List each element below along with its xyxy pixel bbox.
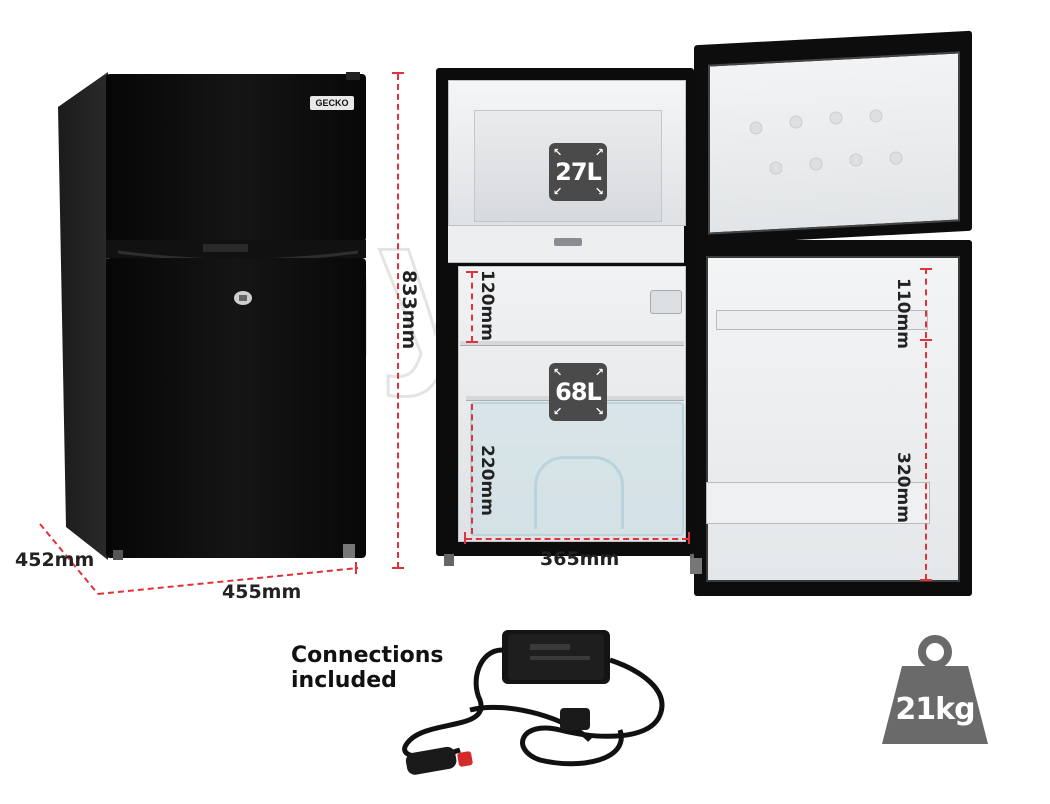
freezer-capacity-badge: ↖ ↗ ↙ ↘ 27L	[549, 143, 607, 201]
fridge-capacity-badge: ↖ ↗ ↙ ↘ 68L	[549, 363, 607, 421]
fridge-door-liner	[706, 256, 960, 582]
height-tick-bottom	[392, 567, 404, 569]
expand-icon-tr: ↗	[594, 146, 604, 159]
interior-width-label: 365mm	[540, 548, 620, 570]
door-bottom-tick-bottom	[920, 579, 932, 581]
expand-icon-tr: ↗	[594, 366, 604, 379]
expand-icon-bl: ↙	[553, 405, 562, 418]
door-bottom-label: 320mm	[893, 452, 913, 523]
interior-width-tick-right	[688, 532, 690, 544]
closed-fridge: GECKO	[58, 72, 368, 562]
fridge-capacity: 68L	[555, 378, 602, 406]
expand-icon-tl: ↖	[553, 366, 562, 379]
cabinet-foot-left	[444, 554, 454, 566]
divider-latch	[554, 238, 582, 246]
interior-width-line	[466, 538, 688, 540]
depth-line	[39, 523, 99, 595]
width-label: 455mm	[222, 581, 302, 603]
power-adapter-cables	[402, 630, 665, 775]
crisper-handle	[534, 456, 624, 529]
door-top-label: 110mm	[893, 278, 913, 349]
expand-icon-bl: ↙	[553, 185, 562, 198]
weight-label: 21kg	[895, 692, 975, 727]
height-tick-top	[392, 72, 404, 74]
depth-label: 452mm	[15, 549, 95, 571]
door-foot	[690, 558, 702, 574]
closed-fridge-graphic	[58, 72, 366, 560]
connections-text: Connections included	[291, 643, 444, 693]
door-top-tick-bottom	[920, 339, 932, 341]
freezer-shelf-label: 120mm	[477, 270, 497, 341]
freezer-capacity: 27L	[555, 158, 602, 186]
weight-icon	[882, 635, 988, 744]
freezer-shelf-line	[471, 272, 473, 342]
interior-width-tick-left	[464, 532, 466, 544]
freezer-door-dimples	[749, 109, 903, 175]
height-label: 833mm	[398, 270, 420, 350]
freezer-shelf-tick-bottom	[466, 341, 478, 343]
width-line	[97, 562, 359, 595]
door-bottom-line	[925, 342, 927, 580]
door-shelf-top	[716, 310, 928, 330]
expand-icon-br: ↘	[594, 405, 604, 418]
brand-label-text: GECKO	[315, 98, 349, 108]
light-unit	[650, 290, 682, 314]
expand-icon-br: ↘	[594, 185, 604, 198]
expand-icon-tl: ↖	[553, 146, 562, 159]
door-shelf-bottom	[706, 482, 930, 524]
crisper-line	[471, 404, 473, 534]
door-top-line	[925, 268, 927, 338]
height-line	[397, 74, 399, 568]
brand-label: GECKO	[310, 96, 354, 110]
crisper-label: 220mm	[477, 445, 497, 516]
glass-shelf	[460, 341, 684, 346]
